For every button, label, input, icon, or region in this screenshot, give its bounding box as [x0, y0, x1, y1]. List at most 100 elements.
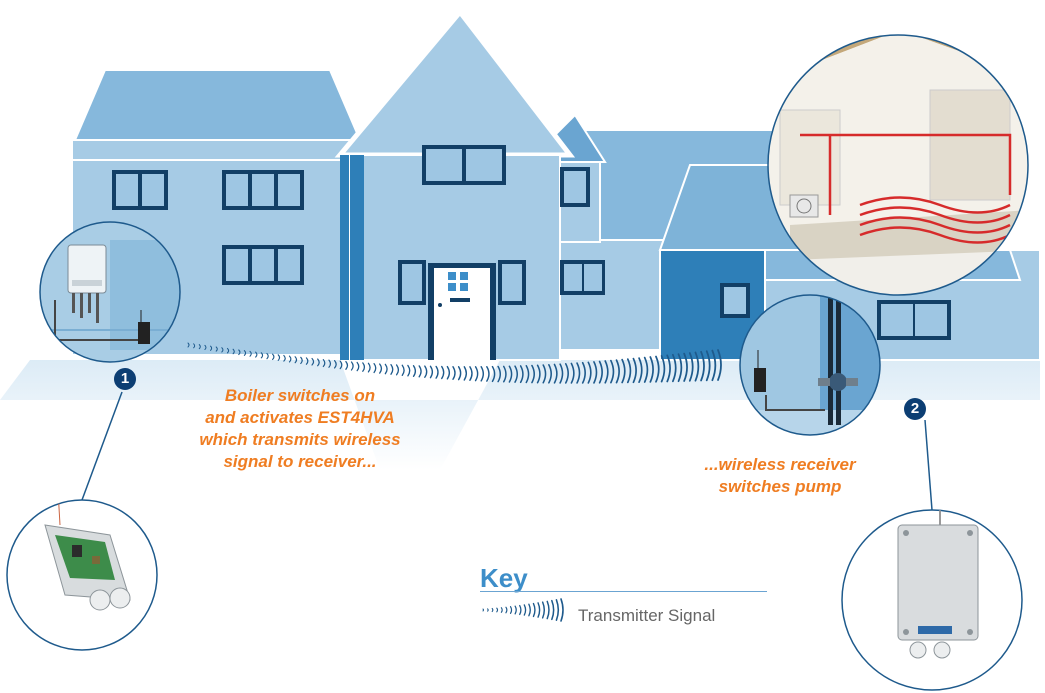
key-signal-arc [500, 607, 503, 613]
signal-arc [480, 366, 485, 382]
receiver-box-icon [897, 510, 979, 659]
signal-arc [694, 351, 700, 382]
signal-arc [401, 364, 405, 376]
signal-arc [226, 347, 230, 354]
window [222, 170, 304, 210]
signal-arc [379, 363, 383, 374]
signal-arc [700, 350, 705, 382]
signal-arc [610, 359, 615, 384]
signal-arc [536, 364, 541, 384]
signal-arc [243, 350, 247, 356]
signal-arc [322, 358, 326, 368]
key-signal-arc [528, 603, 531, 617]
signal-arc [576, 362, 581, 384]
transmitter-signal-wave [187, 342, 722, 384]
signal-arc [463, 366, 468, 381]
signal-arc [598, 360, 603, 384]
signal-arc [705, 350, 711, 382]
signal-arc [553, 363, 558, 384]
caption-line: Boiler switches on [224, 386, 376, 405]
step-2-caption: ...wireless receiver switches pump [640, 454, 920, 498]
key-signal-arc [496, 607, 499, 613]
signal-arc [519, 365, 524, 384]
signal-arc [249, 350, 252, 357]
key-signal-arc [537, 602, 541, 618]
signal-arc [210, 345, 213, 351]
signal-arc [452, 366, 456, 380]
signal-arc [486, 365, 490, 382]
signal-arc [621, 358, 626, 384]
key-divider [480, 591, 767, 592]
boiler-icon [67, 244, 107, 323]
boiler-inset [39, 221, 181, 363]
caption-line: signal to receiver... [223, 452, 377, 471]
signal-arc [272, 353, 275, 361]
window [720, 283, 750, 318]
key-signal-arc [491, 607, 494, 613]
signal-arc [632, 357, 637, 384]
signal-arc [384, 363, 388, 375]
signal-arc [542, 364, 547, 384]
signal-arc [350, 361, 354, 371]
signal-arc [356, 361, 360, 372]
signal-arc [643, 356, 649, 383]
signal-arc [198, 344, 201, 350]
signal-arc [311, 357, 315, 366]
signal-arc [435, 365, 439, 379]
signal-arc [193, 343, 196, 349]
signal-arc [424, 365, 428, 378]
signal-arc [531, 364, 535, 384]
signal-arc [260, 352, 264, 359]
signal-arc [238, 349, 241, 356]
key-signal-arc [555, 599, 560, 621]
signal-arc [593, 361, 598, 384]
signal-arc [587, 361, 592, 384]
signal-arc [300, 356, 303, 365]
signal-arc [277, 354, 281, 361]
signal-arc [362, 362, 366, 372]
caption-line: ...wireless receiver [704, 455, 856, 474]
key-signal-label: Transmitter Signal [578, 606, 716, 625]
receiver-unit-icon [754, 350, 766, 392]
signal-arc [412, 365, 417, 378]
signal-arc [288, 355, 292, 363]
key-signal-arc [551, 599, 555, 621]
signal-arc [317, 358, 320, 367]
step-2-badge: 2 [904, 398, 926, 420]
transmitter-box-icon [44, 500, 131, 611]
key-signal-arc [546, 600, 550, 620]
signal-arc [666, 354, 671, 383]
signal-arc [570, 362, 575, 384]
signal-arc [649, 356, 654, 383]
key-signal-arc [509, 606, 513, 614]
key-signal-icon [482, 598, 564, 622]
underfloor-heating-cutaway-inset [767, 34, 1029, 296]
signal-arc [457, 366, 462, 381]
heating-pipe-loops [800, 133, 1012, 244]
signal-arc [474, 366, 479, 382]
window [222, 245, 304, 285]
signal-arc [491, 365, 496, 383]
signal-arc [339, 360, 343, 370]
signal-arc [232, 348, 235, 355]
step-1-badge: 1 [114, 368, 136, 390]
signal-arc [660, 355, 666, 383]
signal-arc [655, 355, 660, 383]
signal-arc [283, 354, 286, 362]
key-title: Key [480, 563, 528, 593]
signal-arc [688, 352, 694, 382]
signal-arc [204, 344, 207, 351]
signal-arc [683, 352, 688, 382]
signal-arc [441, 365, 445, 380]
signal-arc [677, 353, 683, 383]
key-signal-arc [487, 608, 489, 612]
signal-arc [418, 365, 422, 378]
key-signal-arc [523, 604, 527, 616]
leader-line-2 [924, 419, 933, 511]
signal-arc [215, 346, 218, 352]
signal-arc [266, 352, 269, 360]
signal-arc [333, 360, 337, 369]
key-signal-arc [505, 606, 508, 614]
signal-arc [395, 364, 400, 376]
